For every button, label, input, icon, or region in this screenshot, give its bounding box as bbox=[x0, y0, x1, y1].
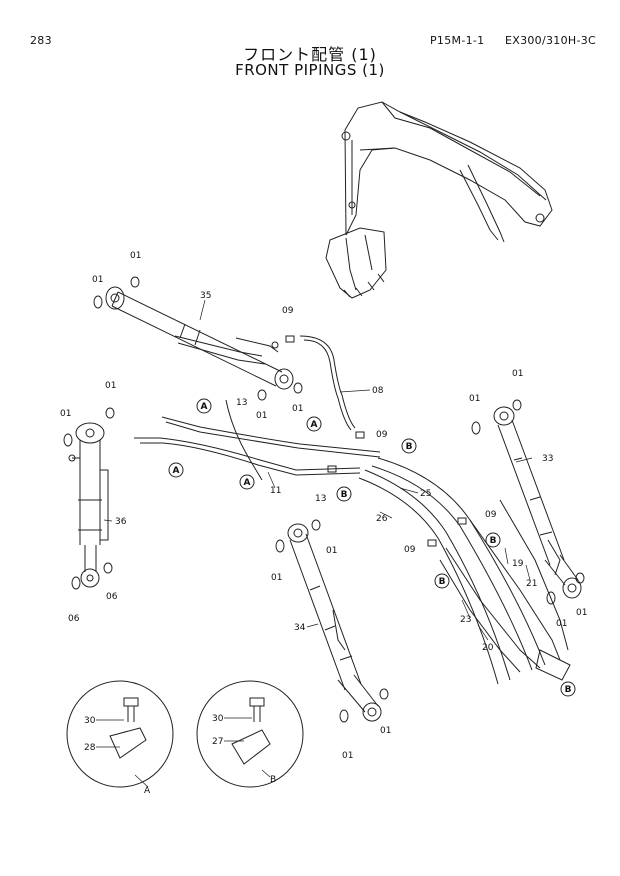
part-label-13: 13 bbox=[315, 494, 326, 504]
part-label-01: 01 bbox=[380, 726, 391, 736]
part-label-01: 01 bbox=[60, 409, 71, 419]
ref-mark-b: B bbox=[341, 490, 348, 500]
part-label-34: 34 bbox=[294, 623, 306, 633]
cylinder-35 bbox=[105, 286, 294, 390]
part-label-25: 25 bbox=[420, 489, 431, 499]
excavator-front-illustration bbox=[325, 101, 553, 299]
ref-mark-a: A bbox=[311, 420, 318, 430]
ref-mark-b: B bbox=[439, 577, 446, 587]
part-label-01: 01 bbox=[271, 573, 282, 583]
part-label-11: 11 bbox=[270, 486, 281, 496]
hose-21 bbox=[469, 519, 561, 661]
part-label-01: 01 bbox=[512, 369, 523, 379]
hose-08 bbox=[299, 335, 356, 429]
cylinder-36 bbox=[68, 422, 109, 588]
hose-19 bbox=[499, 499, 569, 651]
part-label-01: 01 bbox=[256, 411, 267, 421]
part-label-09: 09 bbox=[485, 510, 497, 520]
part-label-19: 19 bbox=[512, 559, 524, 569]
part-label-35: 35 bbox=[200, 291, 211, 301]
detail-caption-b: B bbox=[270, 775, 276, 785]
part-label-27: 27 bbox=[212, 737, 223, 747]
washers bbox=[63, 276, 585, 723]
cylinder-34 bbox=[287, 523, 382, 722]
part-label-13: 13 bbox=[236, 398, 247, 408]
part-label-30: 30 bbox=[212, 714, 224, 724]
detail-circle-a bbox=[66, 680, 174, 788]
ref-mark-a: A bbox=[201, 402, 208, 412]
reference-circles bbox=[168, 398, 576, 697]
part-label-20: 20 bbox=[482, 643, 494, 653]
model-number: EX300/310H-3C bbox=[505, 34, 597, 47]
part-label-06: 06 bbox=[106, 592, 118, 602]
pipe-11 bbox=[134, 437, 361, 471]
part-label-09: 09 bbox=[404, 545, 416, 555]
part-label-09: 09 bbox=[376, 430, 388, 440]
part-label-28: 28 bbox=[84, 743, 96, 753]
part-label-01: 01 bbox=[556, 619, 567, 629]
part-label-09: 09 bbox=[282, 306, 294, 316]
page-number: 283 bbox=[30, 34, 52, 47]
ref-mark-b: B bbox=[490, 536, 497, 546]
ref-mark-b: B bbox=[406, 442, 413, 452]
part-label-01: 01 bbox=[292, 404, 303, 414]
ref-mark-a: A bbox=[244, 478, 251, 488]
part-label-08: 08 bbox=[372, 386, 384, 396]
part-label-01: 01 bbox=[469, 394, 480, 404]
ref-mark-b: B bbox=[565, 685, 572, 695]
ref-mark-a: A bbox=[173, 466, 180, 476]
part-label-30: 30 bbox=[84, 716, 96, 726]
part-label-23: 23 bbox=[460, 615, 471, 625]
part-label-01: 01 bbox=[130, 251, 141, 261]
part-label-01: 01 bbox=[105, 381, 116, 391]
pipe-13 bbox=[161, 416, 381, 453]
hose-26 bbox=[364, 469, 511, 681]
part-label-21: 21 bbox=[526, 579, 537, 589]
fittings-09 bbox=[285, 335, 467, 547]
part-label-33: 33 bbox=[542, 454, 553, 464]
part-label-01: 01 bbox=[92, 275, 103, 285]
part-label-01: 01 bbox=[326, 546, 337, 556]
page-title-english: FRONT PIPINGS (1) bbox=[235, 61, 385, 79]
part-label-26: 26 bbox=[376, 514, 388, 524]
page-title-japanese: フロント配管 (1) bbox=[243, 45, 377, 64]
part-label-36: 36 bbox=[115, 517, 127, 527]
page-code: P15M-1-1 bbox=[430, 34, 485, 47]
part-label-01: 01 bbox=[342, 751, 353, 761]
part-label-01: 01 bbox=[576, 608, 587, 618]
detail-caption-a: A bbox=[144, 786, 151, 796]
part-label-06: 06 bbox=[68, 614, 80, 624]
hose-23 bbox=[439, 559, 521, 673]
detail-circle-b bbox=[196, 680, 304, 788]
hose-20 bbox=[445, 547, 541, 669]
cylinder-33 bbox=[493, 406, 582, 599]
